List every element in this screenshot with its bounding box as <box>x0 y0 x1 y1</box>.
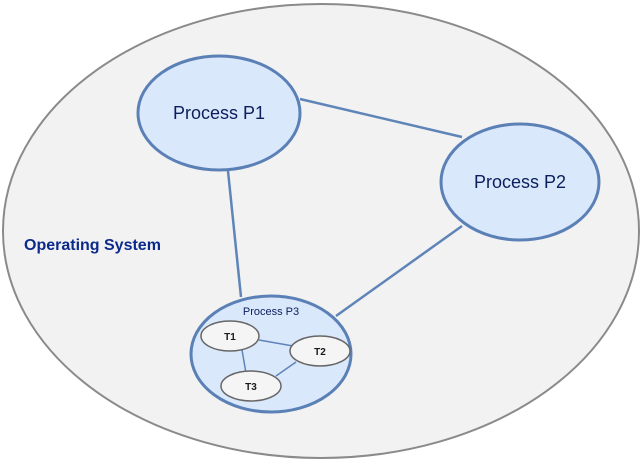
thread-t3-node: T3 <box>220 370 282 402</box>
link-t1-t2 <box>258 339 294 347</box>
link-p1-p2 <box>299 97 463 139</box>
process-p1-node: Process P1 <box>136 54 302 172</box>
link-t2-t3 <box>275 361 297 377</box>
thread-t2-label: T2 <box>314 347 326 358</box>
link-t1-t3 <box>241 349 247 374</box>
process-p2-node: Process P2 <box>439 122 601 242</box>
thread-t1-node: T1 <box>200 320 260 352</box>
process-p2-label: Process P2 <box>474 172 566 192</box>
process-p1-label: Process P1 <box>173 103 265 123</box>
operating-system-label: Operating System <box>24 237 161 254</box>
process-p3-node: Process P3 T1 T2 T3 <box>189 294 353 414</box>
process-p3-label: Process P3 <box>243 306 299 318</box>
thread-t3-label: T3 <box>245 382 257 393</box>
link-p2-p3 <box>335 224 463 318</box>
thread-t2-node: T2 <box>289 335 351 367</box>
thread-t1-label: T1 <box>224 332 236 343</box>
link-p1-p3 <box>226 170 243 298</box>
